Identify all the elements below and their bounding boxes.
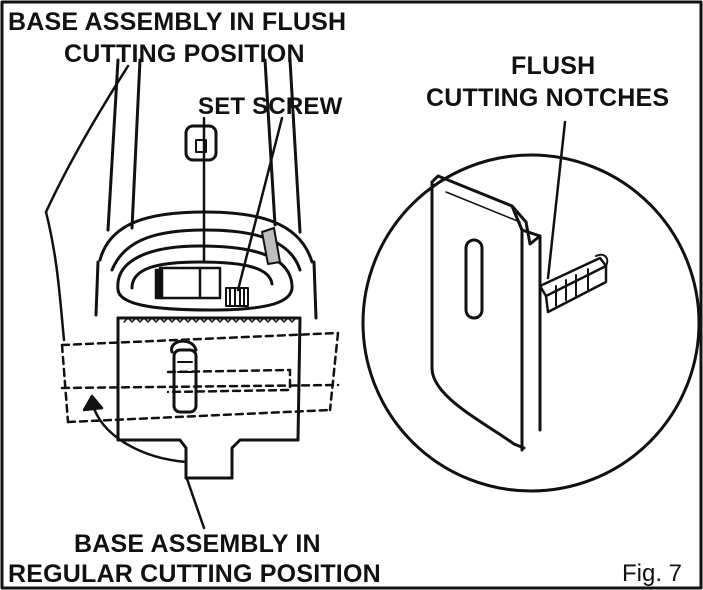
base-knob	[170, 339, 198, 414]
label-set-screw: SET SCREW	[198, 93, 343, 120]
clamp-lever	[116, 227, 294, 312]
label-notches-line2: CUTTING NOTCHES	[426, 84, 670, 112]
label-base-regular-line1: BASE ASSEMBLY IN	[74, 530, 321, 558]
base-plate-detail	[430, 174, 542, 452]
leader-lines	[44, 64, 567, 530]
label-notches-line1: FLUSH	[511, 52, 596, 80]
label-base-regular-line2: REGULAR CUTTING POSITION	[8, 560, 381, 588]
rotation-arrow	[82, 394, 188, 464]
set-screw-thread	[225, 287, 249, 307]
detail-circle	[361, 153, 701, 493]
label-base-flush-line1: BASE ASSEMBLY IN FLUSH	[8, 8, 347, 36]
set-screw-head	[184, 124, 218, 162]
base-plate-dashed	[60, 331, 340, 424]
label-base-flush-line2: CUTTING POSITION	[64, 40, 305, 68]
slider-block	[154, 266, 222, 300]
notched-pin	[538, 253, 609, 314]
figure-number: Fig. 7	[622, 560, 683, 587]
